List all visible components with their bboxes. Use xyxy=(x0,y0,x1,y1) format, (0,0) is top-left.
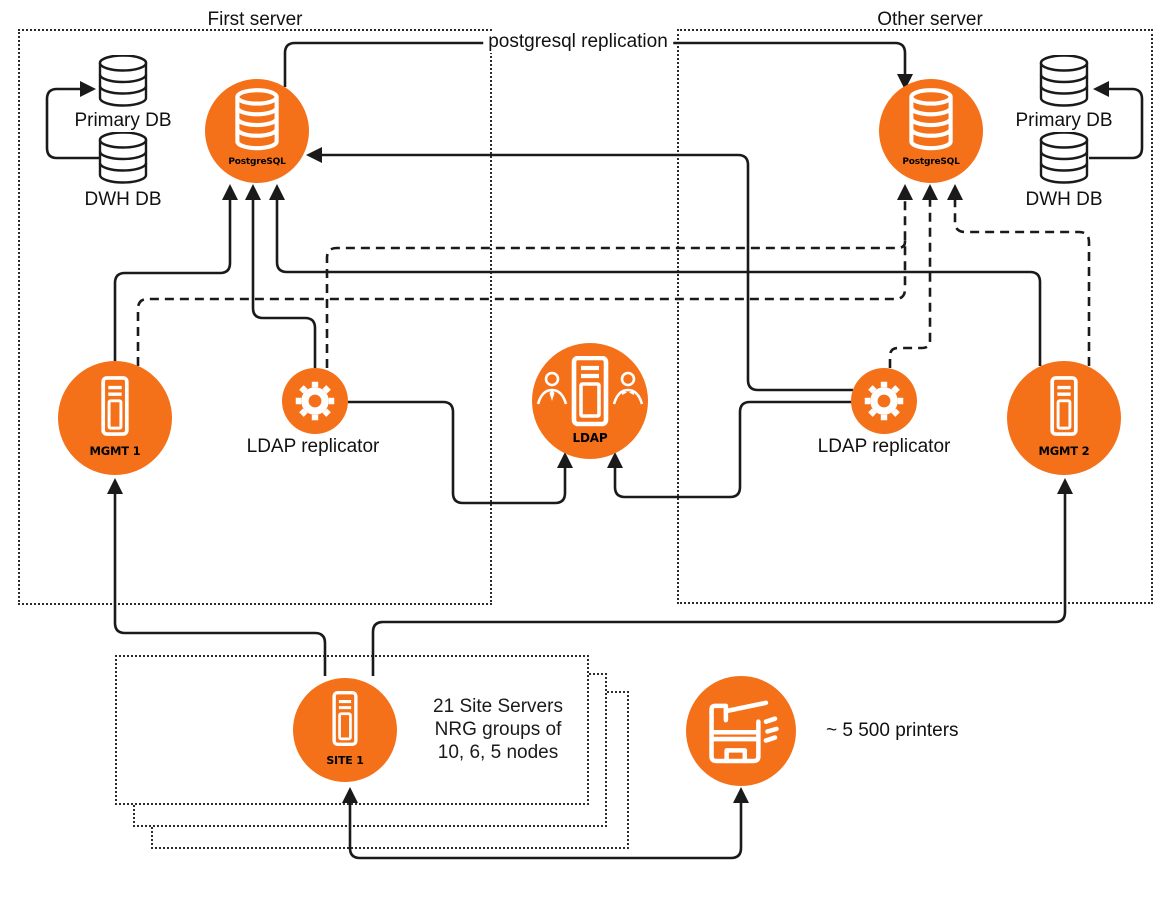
gear-icon xyxy=(295,381,335,421)
person-icon xyxy=(536,371,568,405)
database-cylinder-icon xyxy=(1039,55,1089,107)
connector-dwh-primary-right xyxy=(1089,87,1144,160)
ldap-node: LDAP xyxy=(532,343,648,459)
connector-site-mgmt1 xyxy=(113,494,327,676)
gear-icon xyxy=(864,381,904,421)
primary-db-left-cylinder xyxy=(98,55,148,107)
mgmt2-node-label: MGMT 2 xyxy=(1038,444,1090,458)
connector-replicator-left-postgres-left xyxy=(251,200,317,368)
ldap-replicator-left-node xyxy=(282,368,348,434)
mgmt1-node: MGMT 1 xyxy=(58,361,172,475)
connector-dashed-mgmt2-postgres-right xyxy=(953,200,1091,366)
person-icon xyxy=(612,371,644,405)
dwh-db-left-label: DWH DB xyxy=(84,189,162,210)
mgmt2-node: MGMT 2 xyxy=(1007,361,1121,475)
arrowheads xyxy=(80,74,1109,803)
database-cylinder-icon xyxy=(98,55,148,107)
connector-dashed-replicator-right-postgres-right xyxy=(888,200,932,368)
site-servers-note: 21 Site Servers NRG groups of 10, 6, 5 n… xyxy=(433,696,563,763)
connector-dwh-primary-left xyxy=(45,87,100,160)
postgres-node-right: PostgreSQL xyxy=(879,79,983,183)
ldap-replicator-left-label: LDAP replicator xyxy=(246,436,380,457)
dwh-db-right-label: DWH DB xyxy=(1025,189,1103,210)
ldap-replicator-right-label: LDAP replicator xyxy=(817,436,951,457)
connector-site-printers xyxy=(348,803,743,860)
database-icon xyxy=(235,88,279,151)
server-tower-icon xyxy=(332,691,358,746)
database-cylinder-icon xyxy=(1039,132,1089,184)
primary-db-right-cylinder xyxy=(1039,55,1089,107)
connector-replicator-left-ldap xyxy=(348,400,567,505)
server-tower-icon xyxy=(1050,376,1078,436)
connector-dashed-replicator-left-postgres-right xyxy=(325,238,907,368)
replication-label: postgresql replication xyxy=(483,31,673,53)
primary-db-left-label: Primary DB xyxy=(74,110,172,131)
site1-node-label: SITE 1 xyxy=(326,754,364,767)
printers-node xyxy=(686,676,796,786)
database-icon xyxy=(909,88,953,151)
connector-site-mgmt2 xyxy=(371,494,1067,676)
ldap-server-icon xyxy=(536,356,644,427)
connector-replicator-right-postgres-left xyxy=(322,153,853,392)
other-server-box xyxy=(677,29,1153,604)
database-cylinder-icon xyxy=(98,132,148,184)
postgres-node-label: PostgreSQL xyxy=(228,157,286,167)
connector-replicator-right-ldap xyxy=(613,400,853,499)
dwh-db-right-cylinder xyxy=(1039,132,1089,184)
printers-count-label: ~ 5 500 printers xyxy=(826,720,959,741)
connector-dashed-mgmt1-postgres-right xyxy=(136,200,907,366)
ldap-node-label: LDAP xyxy=(572,431,608,445)
postgres-node-left: PostgreSQL xyxy=(205,79,309,183)
primary-db-right-label: Primary DB xyxy=(1015,110,1113,131)
other-server-title: Other server xyxy=(877,9,983,30)
connector-mgmt2-postgres-left xyxy=(275,200,1042,366)
mgmt1-node-label: MGMT 1 xyxy=(89,444,141,458)
connector-mgmt1-postgres-left xyxy=(113,200,232,361)
first-server-title: First server xyxy=(207,9,303,30)
site1-node: SITE 1 xyxy=(293,678,397,782)
first-server-box xyxy=(18,29,492,605)
printer-icon xyxy=(709,700,779,764)
dwh-db-left-cylinder xyxy=(98,132,148,184)
server-tower-icon xyxy=(101,376,129,436)
ldap-replicator-right-node xyxy=(851,368,917,434)
postgres-node-label: PostgreSQL xyxy=(902,157,960,167)
